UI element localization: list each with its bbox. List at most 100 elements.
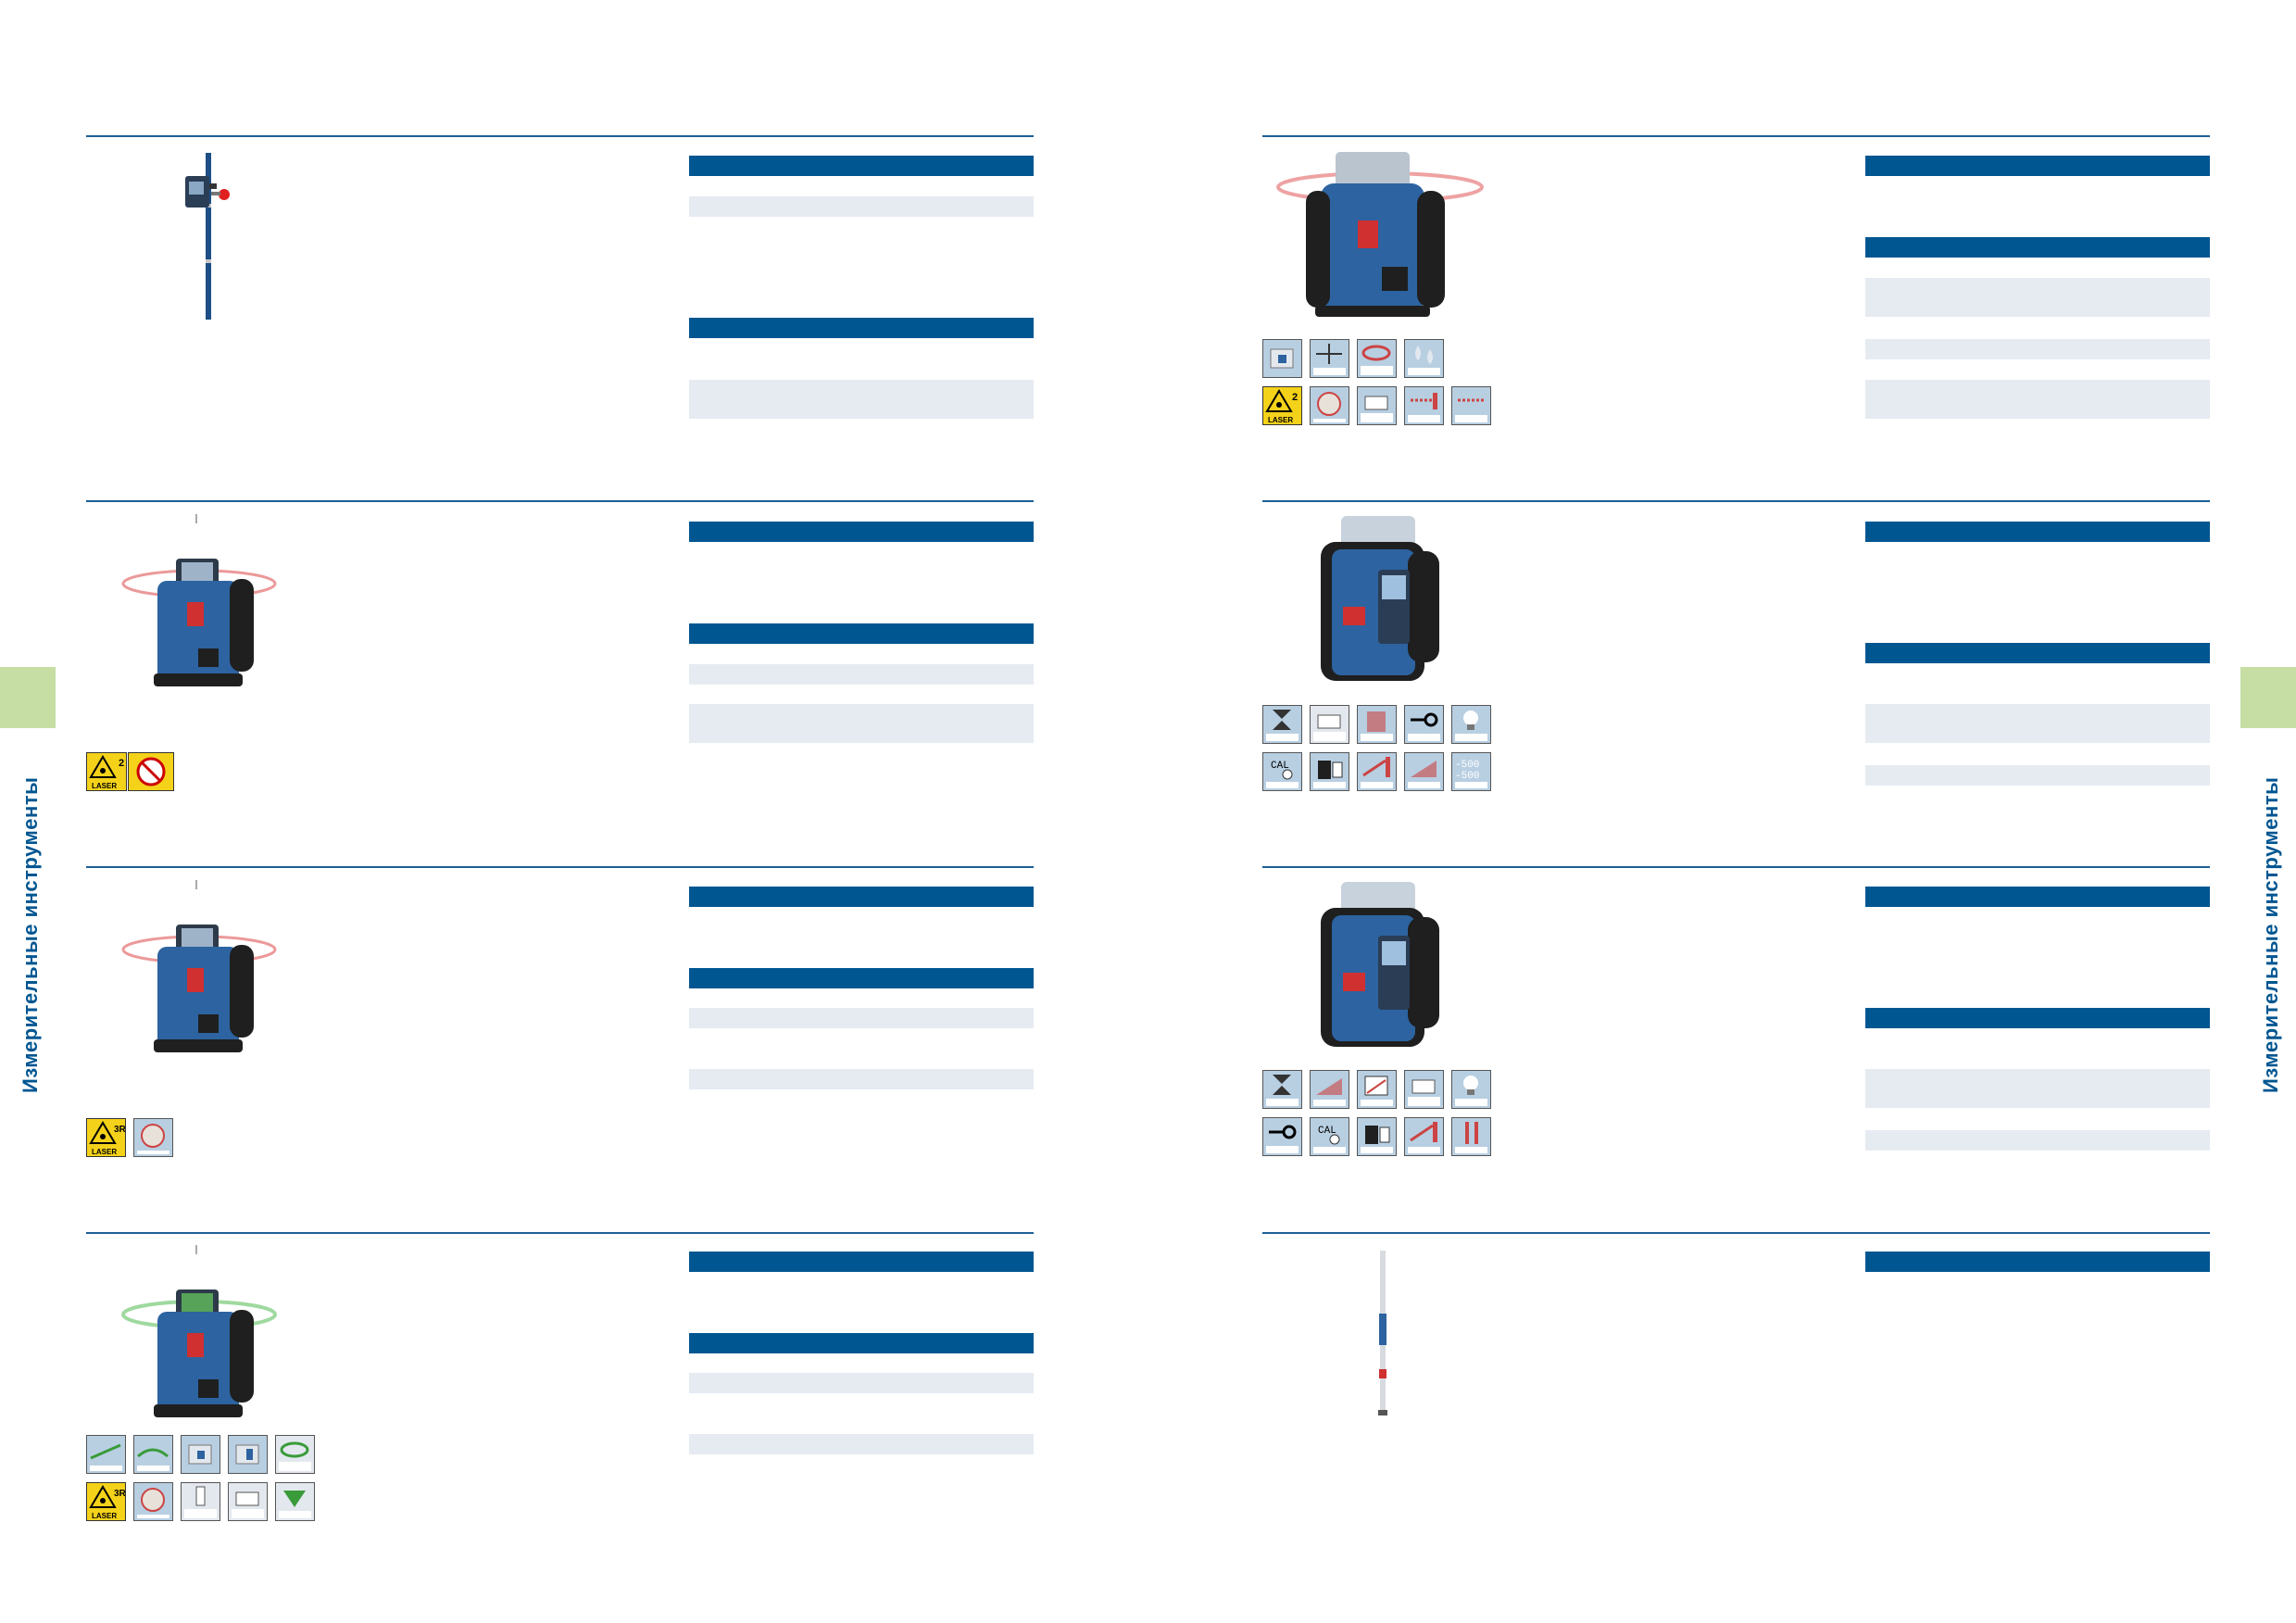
separator-left-3 [86,866,1034,868]
alarm-key-icon [1262,1117,1302,1156]
self-leveling-icon [1310,705,1349,744]
spec-header-bar [1865,522,2210,542]
spec-header-bar [689,522,1034,542]
spec-row-bar [1865,1130,2210,1151]
receiver-range-icon [133,1435,173,1474]
horizontal-leveling-icon [1262,339,1302,378]
svg-text:CAL: CAL [1271,761,1289,772]
calibration-icon: CAL [1310,1117,1349,1156]
spec-header-bar [1865,1008,2210,1028]
laser-class-2-icon: 2 LASER [1262,386,1302,425]
separator-right-3 [1262,866,2210,868]
side-label-right: Измерительные инструменты [2259,776,2282,1093]
measuring-rod-image [1378,1251,1387,1415]
svg-text:2: 2 [1292,392,1298,403]
svg-text:LASER: LASER [92,782,117,790]
spec-row-bar [689,664,1034,685]
spec-header-bar [689,1333,1034,1353]
separator-right-2 [1262,500,2210,502]
spec-header-bar [689,623,1034,644]
tilt-slope-icon [1310,1070,1349,1109]
remote-range-icon [1357,752,1397,791]
rotation-laser-with-remote-image [1321,882,1439,1047]
telescopic-rod-with-receiver-image [185,153,230,320]
spec-row-bar [689,1373,1034,1393]
tilt-slope-icon [1404,752,1444,791]
spec-header-bar [1865,1252,2210,1272]
spec-header-bar [1865,643,2210,663]
spec-header-bar [689,887,1034,907]
spec-header-bar [1865,156,2210,176]
tilt-mode-icon [275,1482,315,1521]
rotation-speed-icon [1357,339,1397,378]
spec-row-bar [1865,339,2210,359]
svg-text:3R: 3R [114,1489,125,1499]
spec-row-bar [689,380,1034,419]
working-range-icon [86,1435,126,1474]
spec-header-bar [689,1252,1034,1272]
leveling-accuracy-icon [1262,705,1302,744]
rotation-mode-icon [1310,386,1349,425]
leveling-accuracy-icon [1262,1070,1302,1109]
spec-header-bar [1865,237,2210,258]
no-stare-into-beam-icon [128,752,174,791]
svg-text:-500: -500 [1455,760,1479,771]
spec-header-bar [689,156,1034,176]
rotation-laser-image [121,514,277,686]
spec-row-bar [689,1069,1034,1089]
svg-text:CAL: CAL [1318,1126,1336,1137]
spec-row-bar [1865,765,2210,786]
svg-text:LASER: LASER [92,1148,117,1156]
laser-class-2-icon: 2 LASER [86,752,127,791]
centre-line-icon [1310,752,1349,791]
horizontal-leveling-icon [181,1435,220,1474]
svg-text:2: 2 [119,758,124,769]
laser-class-3r-icon: 3R LASER [86,1482,126,1521]
svg-text:LASER: LASER [92,1512,117,1520]
remote-range-icon [1404,1117,1444,1156]
side-label-left: Измерительные инструменты [19,776,42,1093]
slope-percentage-icon [1357,1070,1397,1109]
spec-row-bar [1865,278,2210,317]
svg-text:-500: -500 [1455,771,1479,782]
separator-left-1 [86,135,1034,137]
spec-header-bar [1865,887,2210,907]
spec-row-bar [1865,1069,2210,1108]
spec-row-bar [689,196,1034,217]
spec-header-bar [689,318,1034,338]
rotation-laser-image [121,880,277,1052]
rotation-mode-icon [133,1482,173,1521]
separator-left-2 [86,500,1034,502]
self-leveling-icon [1357,386,1397,425]
separator-left-4 [86,1232,1034,1234]
receiver-range-icon [1404,386,1444,425]
rotation-mode-icon [133,1118,173,1157]
receiver-range-icon [1451,1117,1491,1156]
display-light-icon [1451,1070,1491,1109]
centre-line-icon [1357,1117,1397,1156]
separator-right-1 [1262,135,2210,137]
green-rotation-laser-image [121,1245,277,1417]
spec-row-bar [689,1434,1034,1454]
separator-right-4 [1262,1232,2210,1234]
spec-row-bar [689,704,1034,743]
spec-row-bar [689,1008,1034,1028]
svg-text:3R: 3R [114,1125,125,1135]
working-range-icon [1451,386,1491,425]
spec-row-bar [1865,704,2210,743]
leveling-accuracy-icon [1310,339,1349,378]
display-light-icon [1451,705,1491,744]
side-tab-right [2240,667,2296,728]
self-leveling-icon [1404,1070,1444,1109]
rotation-laser-with-remote-image [1321,516,1439,681]
svg-text:LASER: LASER [1268,416,1293,424]
self-leveling-icon [228,1482,268,1521]
laser-class-3r-icon: 3R LASER [86,1118,126,1157]
rotation-laser-image [1276,152,1484,317]
dust-water-protection-icon [1404,339,1444,378]
side-tab-left [0,667,56,728]
vertical-leveling-icon [228,1435,268,1474]
battery-indicator-icon [181,1482,220,1521]
spec-header-bar [689,968,1034,988]
rotation-speed-icon [275,1435,315,1474]
